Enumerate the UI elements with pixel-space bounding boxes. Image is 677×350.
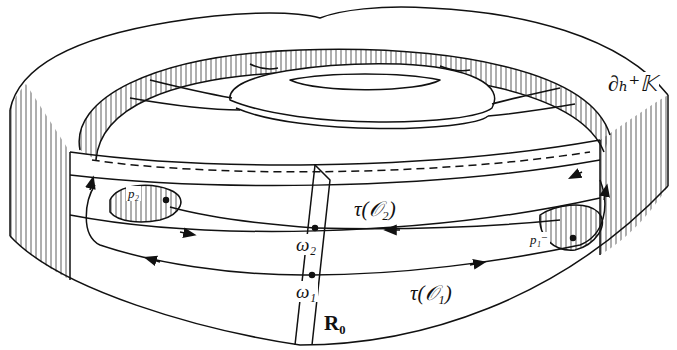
plane-label: R₀ — [322, 312, 347, 335]
orbit-label: τ(𝒪₂) — [352, 198, 398, 221]
surface-label: ∂ₕ⁺𝕂 — [606, 72, 659, 96]
point-label: p₂ — [126, 186, 141, 201]
orbit-label: τ(𝒪₁) — [408, 282, 454, 305]
point-label: ω₁ — [294, 281, 318, 302]
point-label: ω₂ — [294, 234, 318, 255]
point-label: p₁⁻ — [528, 232, 550, 247]
